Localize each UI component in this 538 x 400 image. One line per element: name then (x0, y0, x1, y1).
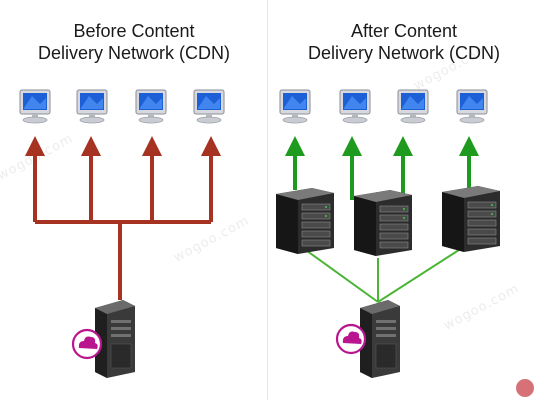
after-cdn-panel: After Content Delivery Network (CDN) (270, 0, 538, 400)
client-computer-icon (135, 89, 167, 124)
client-computer-icon (279, 89, 311, 124)
after-delivery-arrows (285, 136, 479, 200)
client-computer-icon (76, 89, 108, 124)
client-computer-icon (339, 89, 371, 124)
before-cdn-title: Before Content Delivery Network (CDN) (0, 20, 268, 64)
edge-rack-server-icon (353, 189, 413, 257)
before-cdn-diagram (19, 89, 225, 378)
edge-rack-server-icon (275, 187, 335, 255)
client-computer-icon (193, 89, 225, 124)
client-computer-icon (456, 89, 488, 124)
edge-rack-server-icon (441, 185, 501, 253)
origin-tower-server-icon (360, 300, 400, 378)
client-computer-icon (397, 89, 429, 124)
before-title-line-1: Before Content (73, 21, 195, 41)
origin-tower-server-icon (95, 300, 135, 378)
after-title-line-1: After Content (350, 21, 458, 41)
before-title-line-2: Delivery Network (CDN) (37, 43, 230, 63)
before-request-arrows (25, 136, 221, 300)
client-computer-icon (19, 89, 51, 124)
before-cdn-panel: Before Content Delivery Network (CDN) (0, 0, 268, 400)
edge-origin-links (302, 247, 463, 303)
panel-divider (267, 0, 268, 400)
corner-seal-icon (516, 379, 534, 397)
after-title-line-2: Delivery Network (CDN) (307, 43, 500, 63)
after-cdn-title: After Content Delivery Network (CDN) (270, 20, 538, 64)
after-cdn-diagram (275, 89, 534, 397)
